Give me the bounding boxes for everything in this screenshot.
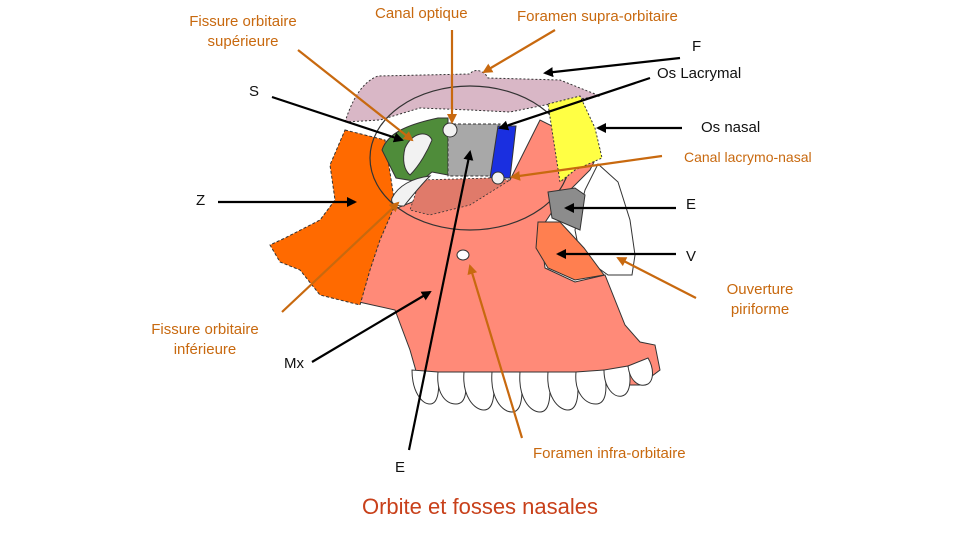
arrow-foramen-infra <box>467 264 524 439</box>
teeth <box>411 357 653 413</box>
label-F: F <box>692 38 702 55</box>
label-fissure-orbitaire-inferieure: Fissure orbitaire inférieure <box>151 321 259 358</box>
arrow-Mx <box>311 290 432 363</box>
label-foramen-supra-orbitaire: Foramen supra-orbitaire <box>517 8 678 25</box>
nasal-bone <box>547 95 603 183</box>
label-canal-optique: Canal optique <box>375 5 468 22</box>
orange-arrows <box>281 29 697 439</box>
label-canal-lacrymo-nasal: Canal lacrymo-nasal <box>684 149 812 165</box>
nasolacrimal-canal <box>491 171 505 185</box>
arrow-fissure-inferieure <box>281 201 400 313</box>
arrow-foramen-supra <box>482 29 556 74</box>
zygomatic-bone <box>269 129 396 306</box>
label-Mx: Mx <box>284 355 304 372</box>
label-S: S <box>249 83 260 100</box>
arrow-fissure-superieure <box>297 49 414 142</box>
label-Z: Z <box>196 192 206 209</box>
arrow-os-lacrymal <box>498 76 651 131</box>
label-fissure-orbitaire-superieure: Fissure orbitaire supérieure <box>189 13 297 50</box>
vomer <box>535 221 605 281</box>
label-ouverture-piriforme: Ouverture piriforme <box>726 281 794 318</box>
arrow-E-bottom <box>407 150 474 451</box>
figure-title: Orbite et fosses nasales <box>361 494 598 519</box>
optic-canal <box>442 122 458 138</box>
label-E-bottom: E <box>395 459 406 476</box>
lacrimal-bone <box>489 125 517 179</box>
infraorbital-foramen <box>456 249 470 261</box>
arrow-F <box>543 56 681 78</box>
label-os-nasal: Os nasal <box>701 119 761 136</box>
label-os-lacrymal: Os Lacrymal <box>657 65 742 82</box>
label-E-right: E <box>686 196 697 213</box>
ethmoid-bone <box>447 123 501 177</box>
arrow-S <box>271 95 404 143</box>
label-V: V <box>686 248 697 265</box>
label-foramen-infra-orbitaire: Foramen infra-orbitaire <box>533 445 686 462</box>
arrow-canal-lacrymo <box>510 154 663 181</box>
superior-orbital-fissure <box>403 133 433 176</box>
arrow-ouverture <box>616 257 697 299</box>
black-arrows <box>218 56 682 451</box>
